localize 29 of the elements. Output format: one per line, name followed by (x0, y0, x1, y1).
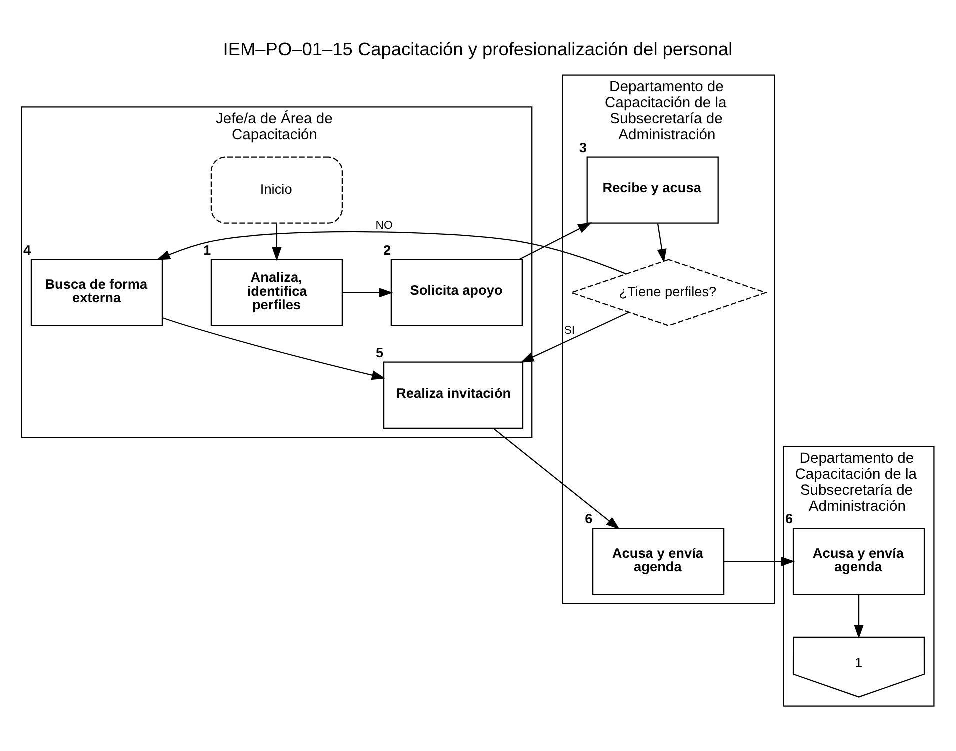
node-box: Busca de forma externa (30, 258, 164, 326)
node-label: 4 (24, 242, 32, 258)
node-box: Inicio (210, 156, 344, 224)
node-box: Recibe y acusa (586, 156, 719, 224)
arrow (156, 230, 627, 274)
node-box: Analiza, identifica perfiles (210, 258, 344, 326)
arrow (162, 316, 386, 380)
arrow (520, 312, 630, 363)
arrow (342, 288, 394, 298)
node-label: 3 (579, 140, 587, 155)
arrow (493, 428, 620, 530)
node-diamond: ¿Tiene perfiles? (570, 258, 768, 326)
node-label: 2 (383, 242, 392, 258)
arrow (272, 223, 282, 261)
diagram-title: IEM–PO–01–15 Capacitación y profesionalización del personal (223, 39, 733, 60)
node-label: 6 (786, 511, 794, 526)
arrow (519, 222, 592, 260)
node-box: Acusa y envía agenda (792, 528, 926, 595)
node-box: Acusa y envía agenda (592, 528, 725, 595)
node-box: Realiza invitación (383, 361, 524, 428)
node-label: 5 (376, 344, 384, 360)
node-box: Solicita apoyo (390, 258, 523, 326)
arrow (657, 223, 667, 262)
arrow (724, 556, 795, 566)
edge-label: SI (564, 324, 576, 337)
node-label: 6 (585, 511, 593, 526)
node-label: 1 (203, 242, 212, 258)
edge-label: NO (376, 220, 393, 232)
arrow (854, 594, 864, 638)
